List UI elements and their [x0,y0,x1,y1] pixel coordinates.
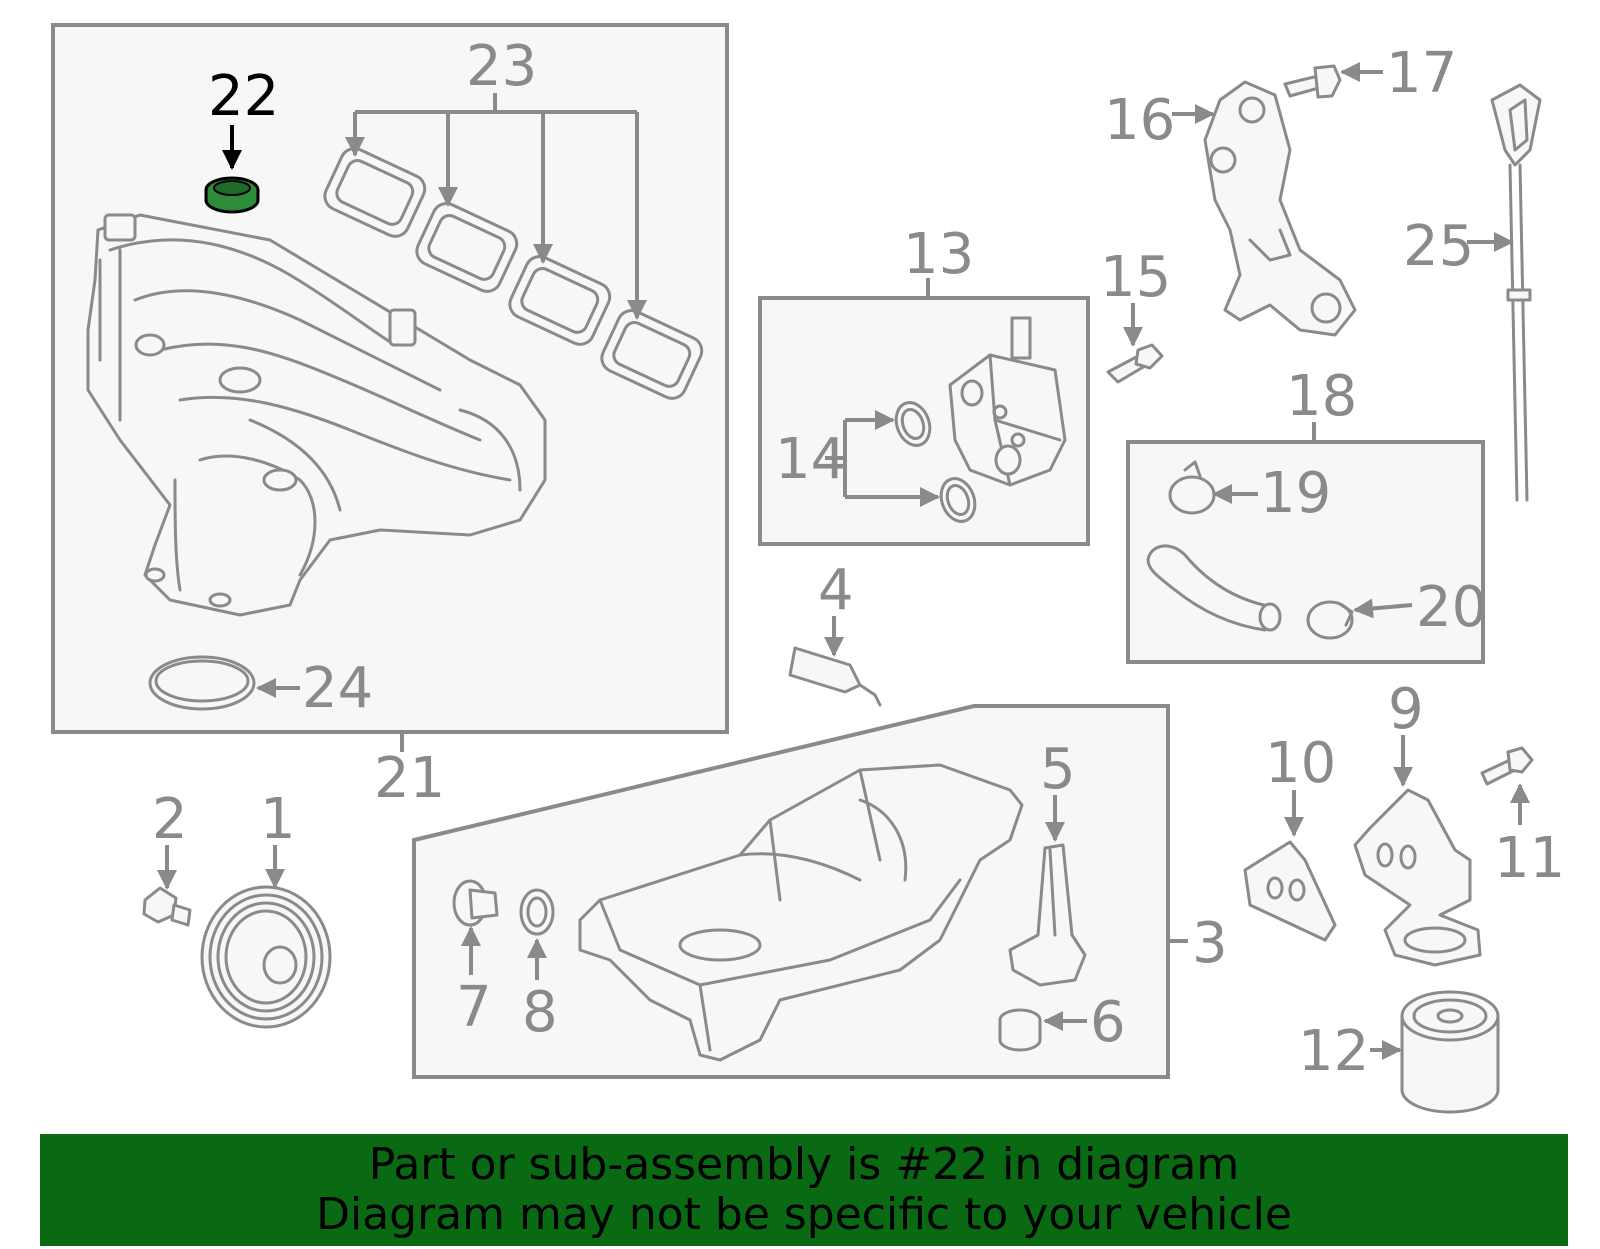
callout-16[interactable]: 16 [1104,88,1175,153]
callout-17[interactable]: 17 [1386,41,1457,106]
callout-6[interactable]: 6 [1090,990,1126,1055]
callout-22[interactable]: 22 [208,64,279,129]
part-5-strainer [1008,843,1087,987]
part-23-gaskets [323,147,704,400]
callout-10[interactable]: 10 [1265,731,1336,796]
part-12-oil-filter [1400,990,1500,1114]
info-banner: Part or sub-assembly is #22 in diagram D… [40,1134,1568,1246]
callout-12[interactable]: 12 [1298,1019,1369,1084]
callout-9[interactable]: 9 [1388,677,1424,742]
callout-20[interactable]: 20 [1416,575,1487,640]
part-17-bolt [1283,64,1342,99]
oil-cooler-group: 13 14 [758,222,1090,546]
part-13-oil-cooler [948,316,1067,487]
callout-8[interactable]: 8 [522,980,558,1045]
callout-3[interactable]: 3 [1192,911,1228,976]
banner-line-2: Diagram may not be specific to your vehi… [316,1189,1292,1240]
part-15-bolt [1106,343,1164,384]
callout-25[interactable]: 25 [1403,214,1474,279]
callout-7[interactable]: 7 [456,975,492,1040]
part-16-engine-bracket [1203,80,1357,337]
oil-pan-group: 3 7 8 5 6 [412,704,1228,1079]
intake-manifold-drawing [86,213,547,617]
part-3-oil-pan [578,763,1024,1062]
part-7-drain-plug [452,879,499,927]
part-22-cap-highlighted[interactable] [204,176,260,214]
callout-15[interactable]: 15 [1100,245,1171,310]
callout-24[interactable]: 24 [302,656,373,721]
callout-23[interactable]: 23 [466,34,537,99]
part-14-o-rings [894,401,977,523]
part-25-dipstick [1490,83,1542,502]
callout-4[interactable]: 4 [818,558,854,623]
part-11-bolt [1480,746,1534,786]
part-8-washer [519,888,555,936]
part-2-bolt [142,886,192,927]
part-20-clamp [1306,600,1354,640]
callout-2[interactable]: 2 [152,787,188,852]
intake-manifold-group: 22 23 24 21 [51,23,729,811]
callout-21[interactable]: 21 [374,746,445,811]
part-4-sensor [788,646,882,707]
part-1-pulley [200,885,332,1029]
banner-line-1: Part or sub-assembly is #22 in diagram [368,1139,1240,1190]
hose-group: 18 19 20 [1126,364,1487,664]
part-6-nut [998,1008,1042,1052]
callout-11[interactable]: 11 [1494,826,1565,891]
part-10-gasket [1243,840,1337,942]
part-9-oil-filter-adapter [1353,788,1482,967]
callout-19[interactable]: 19 [1260,461,1331,526]
callout-1[interactable]: 1 [260,787,296,852]
callout-5[interactable]: 5 [1040,737,1076,802]
hose-drawing [1146,544,1282,632]
callout-14[interactable]: 14 [775,427,846,492]
part-24-ring-gasket [148,655,256,711]
callout-13[interactable]: 13 [903,222,974,287]
callout-18[interactable]: 18 [1286,364,1357,429]
